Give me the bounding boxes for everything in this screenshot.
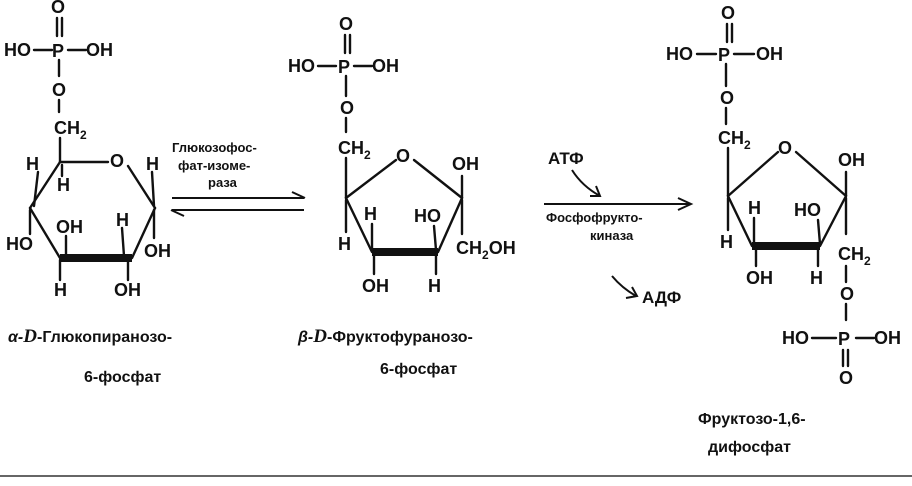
c4-h-top: H (26, 154, 39, 174)
fructose-6-phosphate-structure: O HO P OH O CH2 O OH H HO H CH2OH OH H (288, 14, 516, 296)
f6p-ch2oh: CH2OH (456, 238, 516, 262)
f6p-c4-ho: HO (414, 206, 441, 226)
c4-h-bottom: H (54, 280, 67, 300)
fbp-p1-p: P (838, 329, 850, 349)
fbp-p1-o-bottom: O (839, 368, 853, 388)
fbp-ch2-top: CH2 (718, 128, 751, 152)
f6p-ch2-label: CH2 (338, 138, 371, 162)
fbp-p6-o-bridge: O (720, 88, 734, 108)
ch2-label: CH2 (54, 118, 87, 142)
f6p-phosphate-oh: OH (372, 56, 399, 76)
bisphosphate-name-line2: дифосфат (708, 439, 791, 456)
fbp-p6-p: P (718, 45, 730, 65)
ring-oxygen: O (110, 151, 124, 171)
fbp-c5-h: H (720, 232, 733, 252)
bisphosphate-name-line1: Фруктозо-1,6- (698, 411, 806, 428)
c5-h: H (57, 175, 70, 195)
c1-h: H (146, 154, 159, 174)
fbp-p1-oh: OH (874, 328, 901, 348)
phosphate-o-top: O (51, 0, 65, 17)
fructose-1-6-bisphosphate-structure: O HO P OH O CH2 O OH H HO H CH2 OH H (666, 3, 901, 388)
glucose-name-line2: 6-фосфат (84, 369, 161, 386)
f6p-c3-oh: OH (362, 276, 389, 296)
kinase-label-2: киназа (590, 228, 634, 243)
f6p-c5-h: H (338, 234, 351, 254)
atp-label: АТФ (548, 149, 584, 168)
fbp-p1-o-bridge: O (840, 284, 854, 304)
phosphate-oh-right: OH (86, 40, 113, 60)
glucose-name-line1: α-D-Глюкопиранозо- (8, 326, 172, 347)
f6p-phosphate-ho: HO (288, 56, 315, 76)
kinase-reaction-arrow: АТФ Фосфофрукто- киназа АДФ (544, 149, 694, 307)
fbp-c2-oh: OH (838, 150, 865, 170)
kinase-label-1: Фосфофрукто- (546, 210, 643, 225)
glucose-6-phosphate-structure: O HO P OH O CH2 O H H H HO OH H OH (4, 0, 171, 300)
c4-ho: HO (6, 234, 33, 254)
phosphate-o-bridge: O (52, 80, 66, 100)
isomerase-label-1: Глюкозофос- (172, 140, 257, 155)
f6p-ring-oxygen: O (396, 146, 410, 166)
isomerase-label-2: фат-изоме- (178, 158, 250, 173)
f6p-phosphate-o-bridge: O (340, 98, 354, 118)
f6p-c2-oh: OH (452, 154, 479, 174)
isomerase-label-3: раза (208, 175, 238, 190)
adp-label: АДФ (642, 288, 681, 307)
f6p-c4-h: H (428, 276, 441, 296)
fbp-c3-oh: OH (746, 268, 773, 288)
fbp-c4-ho: HO (794, 200, 821, 220)
phosphate-ho-left: HO (4, 40, 31, 60)
c3-oh: OH (56, 217, 83, 237)
fbp-p6-oh: OH (756, 44, 783, 64)
fbp-ch2-bottom: CH2 (838, 244, 871, 268)
fbp-p6-o-top: O (721, 3, 735, 23)
fructose-name-line2: 6-фосфат (380, 361, 457, 378)
c2-h: H (116, 210, 129, 230)
phosphate-p: P (52, 41, 64, 61)
f6p-phosphate-p: P (338, 57, 350, 77)
c2-oh: OH (114, 280, 141, 300)
fbp-p1-ho: HO (782, 328, 809, 348)
isomerase-equilibrium: Глюкозофос- фат-изоме- раза (170, 140, 306, 217)
f6p-c3-h: H (364, 204, 377, 224)
fbp-c3-h: H (748, 198, 761, 218)
fbp-c4-h: H (810, 268, 823, 288)
fbp-ring-oxygen: O (778, 138, 792, 158)
f6p-phosphate-o-top: O (339, 14, 353, 34)
c1-oh: OH (144, 241, 171, 261)
fructose-name-line1: β-D-Фруктофуранозо- (297, 326, 473, 347)
fbp-p6-ho: HO (666, 44, 693, 64)
